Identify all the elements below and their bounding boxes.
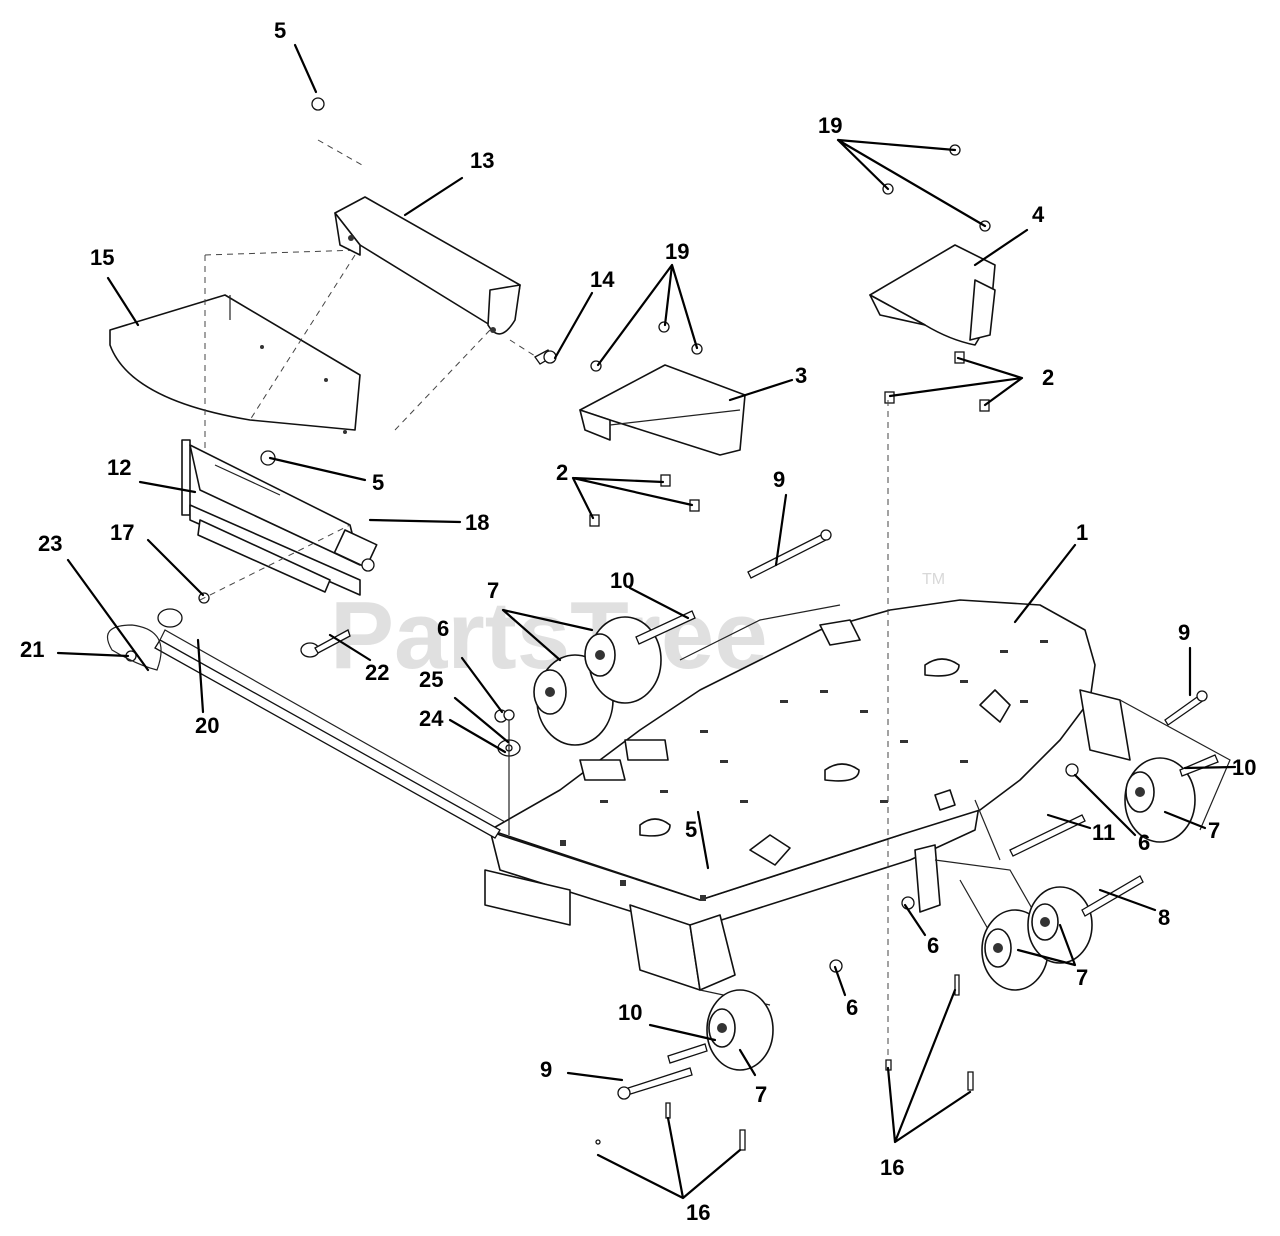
- callout-5-middle: 5: [372, 470, 384, 495]
- front-belt-cover: [869, 144, 996, 346]
- small-hardware: [107, 592, 351, 671]
- pins-16: [595, 400, 974, 1151]
- callout-10-front: 10: [618, 1000, 642, 1025]
- callout-24: 24: [419, 706, 444, 731]
- callout-3: 3: [795, 363, 807, 388]
- washer-bolt: [497, 709, 521, 835]
- callout-6-right: 6: [1138, 830, 1150, 855]
- wheel-right-side: [1124, 757, 1196, 843]
- carriage-bolt: [509, 339, 557, 365]
- bolts: [617, 529, 1219, 1100]
- callout-5-top: 5: [274, 18, 286, 43]
- callout-5-deck: 5: [685, 817, 697, 842]
- callout-2-right: 2: [1042, 365, 1054, 390]
- right-belt-cover: [579, 321, 746, 456]
- leader-lines: [56, 43, 1237, 1200]
- callout-11: 11: [1092, 820, 1115, 845]
- callout-9-right: 9: [1178, 620, 1190, 645]
- callout-7-front-right: 7: [1076, 965, 1088, 990]
- callout-1: 1: [1076, 520, 1088, 545]
- callout-19-center: 19: [665, 239, 689, 264]
- hitch-rod: [154, 629, 506, 839]
- callout-16-left: 16: [686, 1200, 710, 1225]
- callout-20: 20: [195, 713, 219, 738]
- right-side-bracket: [914, 689, 1231, 951]
- callout-7-front-left: 7: [755, 1082, 767, 1107]
- callout-labels: 5 13 15 14 19 19 4 2 3 2 5 12 18 17 23 2…: [20, 18, 1256, 1225]
- callout-18: 18: [465, 510, 489, 535]
- callout-10-right: 10: [1232, 755, 1256, 780]
- callout-16-right: 16: [880, 1155, 904, 1180]
- callout-14: 14: [590, 267, 615, 292]
- callout-19-right: 19: [818, 113, 842, 138]
- callout-7-right: 7: [1208, 818, 1220, 843]
- callout-15: 15: [90, 245, 114, 270]
- callout-12: 12: [107, 455, 131, 480]
- nut-5-top: [311, 97, 325, 111]
- spindle-opening-right: [924, 658, 960, 677]
- callout-6-front: 6: [927, 933, 939, 958]
- callout-9-front: 9: [540, 1057, 552, 1082]
- callout-8: 8: [1158, 905, 1170, 930]
- callout-23: 23: [38, 531, 62, 556]
- deck-housing: [484, 599, 1096, 931]
- callout-7-rear: 7: [487, 578, 499, 603]
- callout-13: 13: [470, 148, 494, 173]
- rear-bracket: [181, 439, 378, 601]
- belt-cover: [109, 249, 361, 450]
- spindle-guard: [249, 139, 521, 431]
- callout-6-left: 6: [437, 616, 449, 641]
- callout-21: 21: [20, 637, 44, 662]
- callout-2-center: 2: [556, 460, 568, 485]
- callout-6-bottom: 6: [846, 995, 858, 1020]
- callout-25: 25: [419, 667, 443, 692]
- callout-17: 17: [110, 520, 134, 545]
- callout-9-rear: 9: [773, 467, 785, 492]
- spindle-opening-left: [639, 818, 671, 837]
- callout-22: 22: [365, 660, 389, 685]
- wheel-front-left: [706, 989, 774, 1071]
- spindle-opening-center: [824, 763, 860, 782]
- callout-4: 4: [1032, 202, 1045, 227]
- watermark-trademark: TM: [922, 571, 945, 588]
- callout-10-rear: 10: [610, 568, 634, 593]
